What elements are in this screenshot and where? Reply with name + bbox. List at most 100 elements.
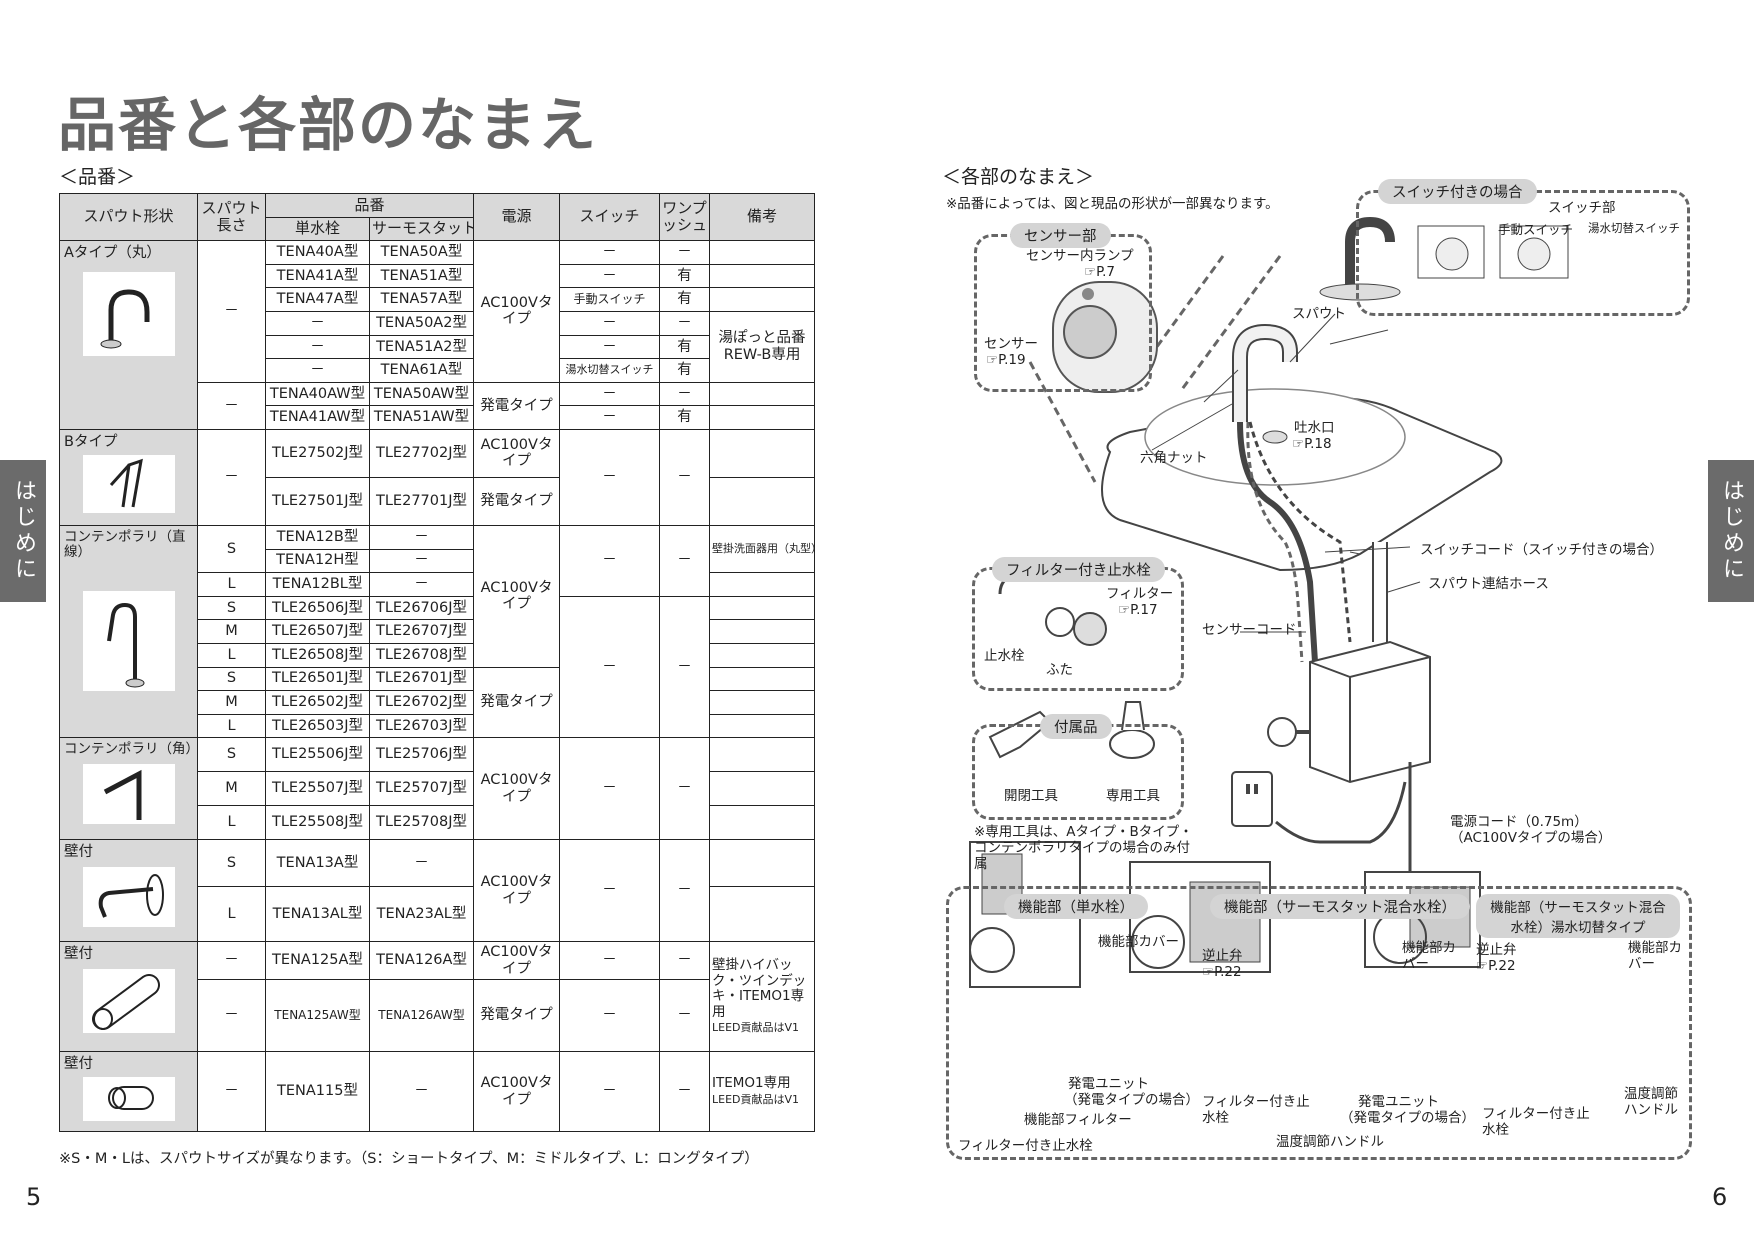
c-remarks: 壁掛洗面器用（丸型） <box>709 524 816 574</box>
header-thermo: サーモスタット混合水栓 <box>368 216 475 242</box>
table-cell: TENA57A型 <box>368 287 475 312</box>
table-cell: － <box>559 979 661 1053</box>
lid-label: ふた <box>1046 662 1073 678</box>
table-cell: TLE25508J型 <box>265 805 370 841</box>
outlet-label: 吐水口 <box>1294 420 1335 436</box>
power-cord-note: （AC100Vタイプの場合） <box>1450 830 1612 846</box>
header-power: 電源 <box>473 192 561 242</box>
table-cell: － <box>265 310 370 336</box>
section-part-names: ＜各部のなまえ＞ <box>942 166 1095 188</box>
filter-valve-pill: フィルター付き止水栓 <box>992 557 1165 582</box>
table-cell <box>709 595 816 621</box>
check-valve-label: 逆止弁 <box>1202 948 1243 964</box>
table-cell <box>709 572 816 597</box>
table-cell <box>709 886 816 943</box>
remark-text: 壁掛ハイバック・ツインデッキ・ITEMO1専用 <box>712 956 807 1020</box>
table-cell: 有 <box>659 358 711 383</box>
table-cell: L <box>197 642 266 668</box>
spout-e-icon <box>82 866 175 927</box>
table-cell: － <box>659 595 711 739</box>
open-tool-label: 開閉工具 <box>1004 788 1058 804</box>
table-cell: － <box>265 334 370 360</box>
power-cord-label: 電源コード（0.75m） <box>1450 814 1588 830</box>
spout-f-icon <box>82 968 175 1033</box>
shape-label: Bタイプ <box>64 433 118 450</box>
table-cell: － <box>559 310 661 336</box>
shape-label: 壁付 <box>64 844 93 861</box>
tool-note: ※専用工具は、Aタイプ・Bタイプ・コンテンポラリタイプの場合のみ付属 <box>974 824 1193 873</box>
table-cell <box>709 771 816 807</box>
side-tab-right[interactable]: はじめに <box>1708 460 1754 602</box>
shape-b: Bタイプ <box>59 428 198 526</box>
table-cell: TENA12BL型 <box>265 572 370 597</box>
side-tab-left[interactable]: はじめに <box>0 460 46 602</box>
g-power-ac: AC100Vタイプ <box>473 1051 561 1133</box>
table-cell: TENA51A型 <box>368 263 475 289</box>
ref-p17: ☞P.17 <box>1118 602 1158 618</box>
switch-part-label: スイッチ部 <box>1548 200 1616 216</box>
sensor-lamp-label: センサー内ランプ <box>1026 248 1134 264</box>
shape-a: Aタイプ（丸） <box>59 240 198 430</box>
table-cell: － <box>659 979 711 1053</box>
table-cell: TLE26702J型 <box>368 690 475 715</box>
table-cell: － <box>265 358 370 383</box>
table-cell: － <box>559 524 661 597</box>
remark-text: LEED貢献品はV1 <box>712 1092 800 1106</box>
switch-cord-label: スイッチコード（スイッチ付きの場合） <box>1420 542 1663 558</box>
table-cell: M <box>197 771 266 807</box>
shape-note: ※品番によっては、図と現品の形状が一部異なります。 <box>946 196 1279 212</box>
b-length: － <box>197 428 266 526</box>
table-cell: S <box>197 595 266 621</box>
table-cell: TLE25707J型 <box>368 771 475 807</box>
table-cell: S <box>197 737 266 773</box>
table-cell: 手動スイッチ <box>559 287 661 312</box>
remark-text: ITEMO1専用 <box>712 1075 791 1092</box>
accessories-pill: 付属品 <box>1040 714 1112 739</box>
table-cell: － <box>659 839 711 943</box>
a-remarks: 湯ぽっと品番REW-B専用 <box>709 310 816 383</box>
f-power-ac: AC100Vタイプ <box>473 941 561 981</box>
ref-p18: ☞P.18 <box>1292 436 1332 452</box>
table-cell: TENA61A型 <box>368 358 475 383</box>
sensor-part-pill: センサー部 <box>1010 223 1111 248</box>
spout-g-icon <box>82 1076 175 1121</box>
filter-valve-c-label: フィルター付き止水栓 <box>1482 1106 1590 1139</box>
table-cell: TENA126A型 <box>368 941 475 981</box>
table-cell: M <box>197 690 266 715</box>
hose-label: スパウト連結ホース <box>1428 576 1549 592</box>
table-cell <box>709 642 816 668</box>
table-cell: TENA23AL型 <box>368 886 475 943</box>
table-cell: TENA12B型 <box>265 524 370 550</box>
switch-inset <box>1356 190 1690 316</box>
table-cell: － <box>659 428 711 526</box>
table-cell: TENA12H型 <box>265 548 370 574</box>
table-cell: TLE27502J型 <box>265 428 370 478</box>
table-cell: TLE27501J型 <box>265 476 370 526</box>
table-cell: － <box>197 979 266 1053</box>
f-power-gen: 発電タイプ <box>473 979 561 1053</box>
a-length-2: － <box>197 381 266 430</box>
check-valve-label-2: 逆止弁 <box>1476 942 1517 958</box>
table-cell <box>709 381 816 407</box>
function-units-inset <box>946 886 1692 1160</box>
table-cell: TLE25507J型 <box>265 771 370 807</box>
table-cell: S <box>197 524 266 574</box>
header-remarks: 備考 <box>709 192 816 242</box>
shape-label: 壁付 <box>64 1056 93 1073</box>
table-cell: TENA50A型 <box>368 240 475 265</box>
ref-p22: ☞P.22 <box>1202 964 1242 980</box>
gen-unit-note-2: （発電タイプの場合） <box>1340 1110 1475 1126</box>
table-cell: TLE26503J型 <box>265 713 370 739</box>
func-cover3-label: 機能部カバー <box>1628 940 1682 973</box>
filter-valve-label: フィルター付き止水栓 <box>958 1138 1093 1154</box>
table-cell: TLE26507J型 <box>265 619 370 644</box>
table-cell <box>709 737 816 773</box>
table-cell <box>709 476 816 526</box>
table-cell: TLE26506J型 <box>265 595 370 621</box>
d-power-ac: AC100Vタイプ <box>473 737 561 841</box>
table-cell <box>709 839 816 888</box>
table-cell: － <box>368 524 475 550</box>
table-cell: TENA13A型 <box>265 839 370 888</box>
remark-text: LEED貢献品はV1 <box>712 1021 800 1035</box>
table-cell <box>709 240 816 265</box>
